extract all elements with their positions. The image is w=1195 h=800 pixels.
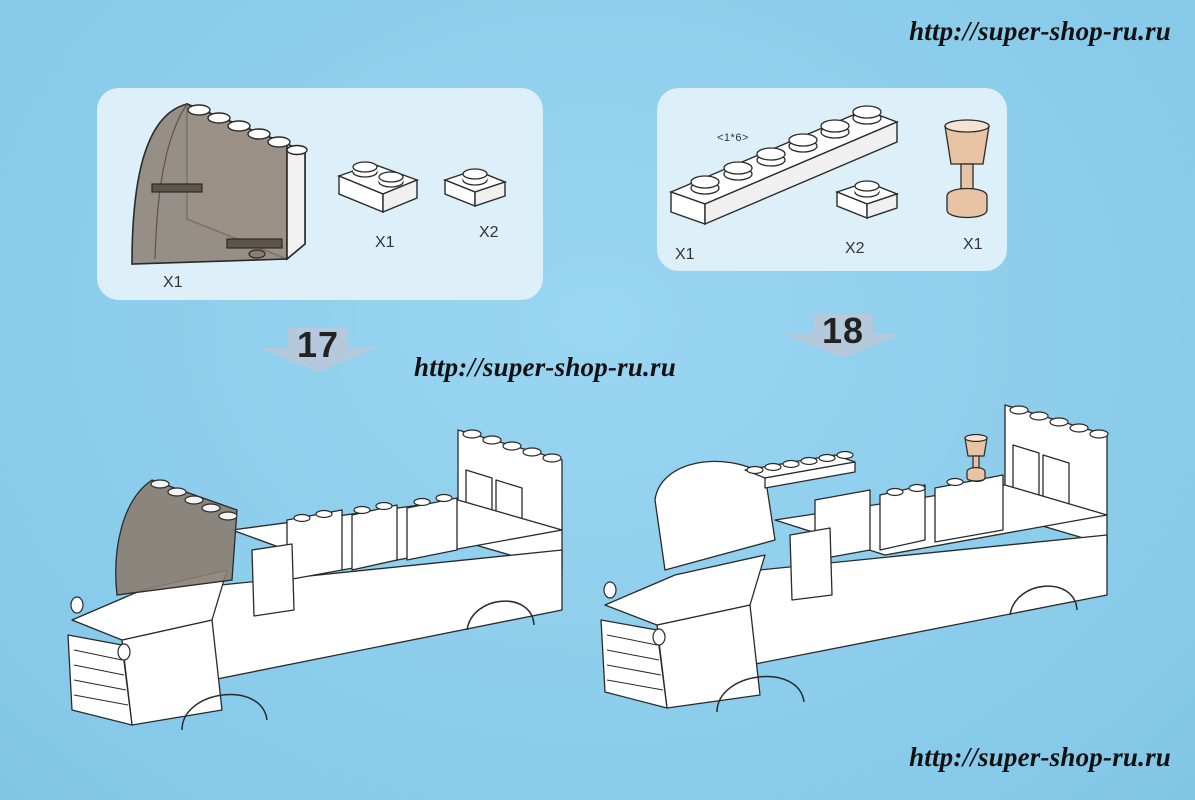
step-17-arrow-icon <box>260 328 376 372</box>
step-17-parts-panel: X1 X1 X2 <box>97 88 543 300</box>
goblet-icon <box>944 119 990 219</box>
step-18-parts-panel: <1*6> X1 X2 X1 <box>657 88 1007 271</box>
step-17-number: 17 <box>296 324 340 365</box>
step-18-part-1-qty: X1 <box>675 246 695 263</box>
watermark-bottom: http://super-shop-ru.ru <box>909 742 1171 772</box>
plate-1x6-icon <box>669 105 899 226</box>
watermark-top: http://super-shop-ru.ru <box>909 16 1171 46</box>
step-17-part-2-qty: X1 <box>375 234 395 251</box>
step-18-number: 18 <box>821 310 865 351</box>
step-17-part-3-qty: X2 <box>479 224 499 241</box>
plate-1x1-icon <box>442 168 508 208</box>
step-18-indicator: 18 <box>773 302 913 372</box>
plate-1x1-icon <box>834 180 900 220</box>
watermark-middle: http://super-shop-ru.ru <box>414 352 676 382</box>
step-18-truck-model <box>600 404 1109 713</box>
step-18-part-3-qty: X1 <box>963 236 983 253</box>
windshield-brick-icon <box>131 102 308 265</box>
brick-1x2-icon <box>337 161 419 214</box>
plate-size-label: <1*6> <box>717 132 749 144</box>
step-17-truck-model <box>67 429 563 731</box>
step-18-arrow-icon <box>785 314 901 358</box>
step-17-part-1-qty: X1 <box>163 274 183 291</box>
step-18-part-2-qty: X2 <box>845 240 865 257</box>
step-17-indicator: 17 <box>248 316 388 386</box>
